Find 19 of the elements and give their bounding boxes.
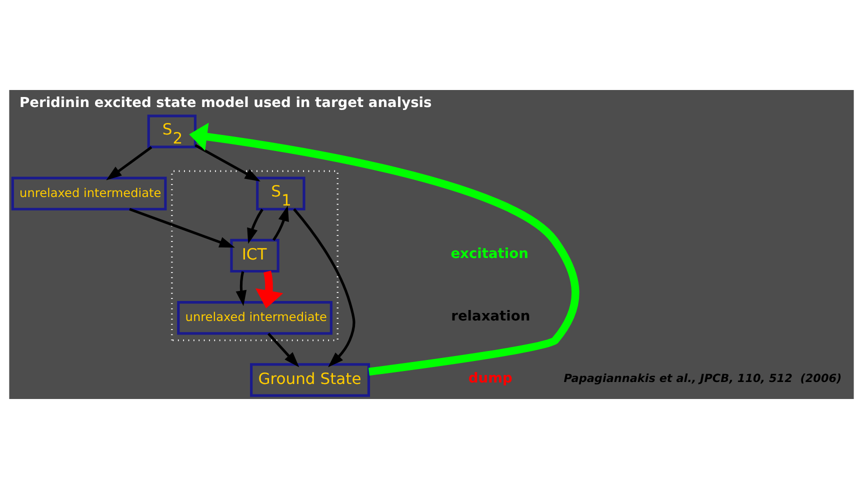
legend-label: excitation [450, 246, 528, 262]
label: Papagiannakis et al., JPCB, 110, 512 (2006) [564, 372, 842, 386]
arrow [293, 208, 356, 368]
arrow [129, 208, 235, 248]
node-box: ICT [230, 238, 280, 273]
arrow [189, 122, 580, 376]
arrow [106, 146, 152, 180]
arrow [267, 332, 300, 368]
node-box: unrelaxed intermediate [11, 176, 167, 210]
legend-label: relaxation [451, 308, 530, 324]
arrow [236, 271, 247, 306]
legend-label: dump [468, 370, 512, 386]
arrow [247, 208, 264, 244]
diagram-title: Peridinin excited state model used in target analysis [20, 95, 432, 112]
arrow [255, 270, 284, 308]
arrow [272, 206, 289, 241]
node-box: Ground State [250, 363, 370, 397]
node-box: unrelaxed intermediate [177, 301, 332, 335]
arrow [194, 144, 260, 182]
